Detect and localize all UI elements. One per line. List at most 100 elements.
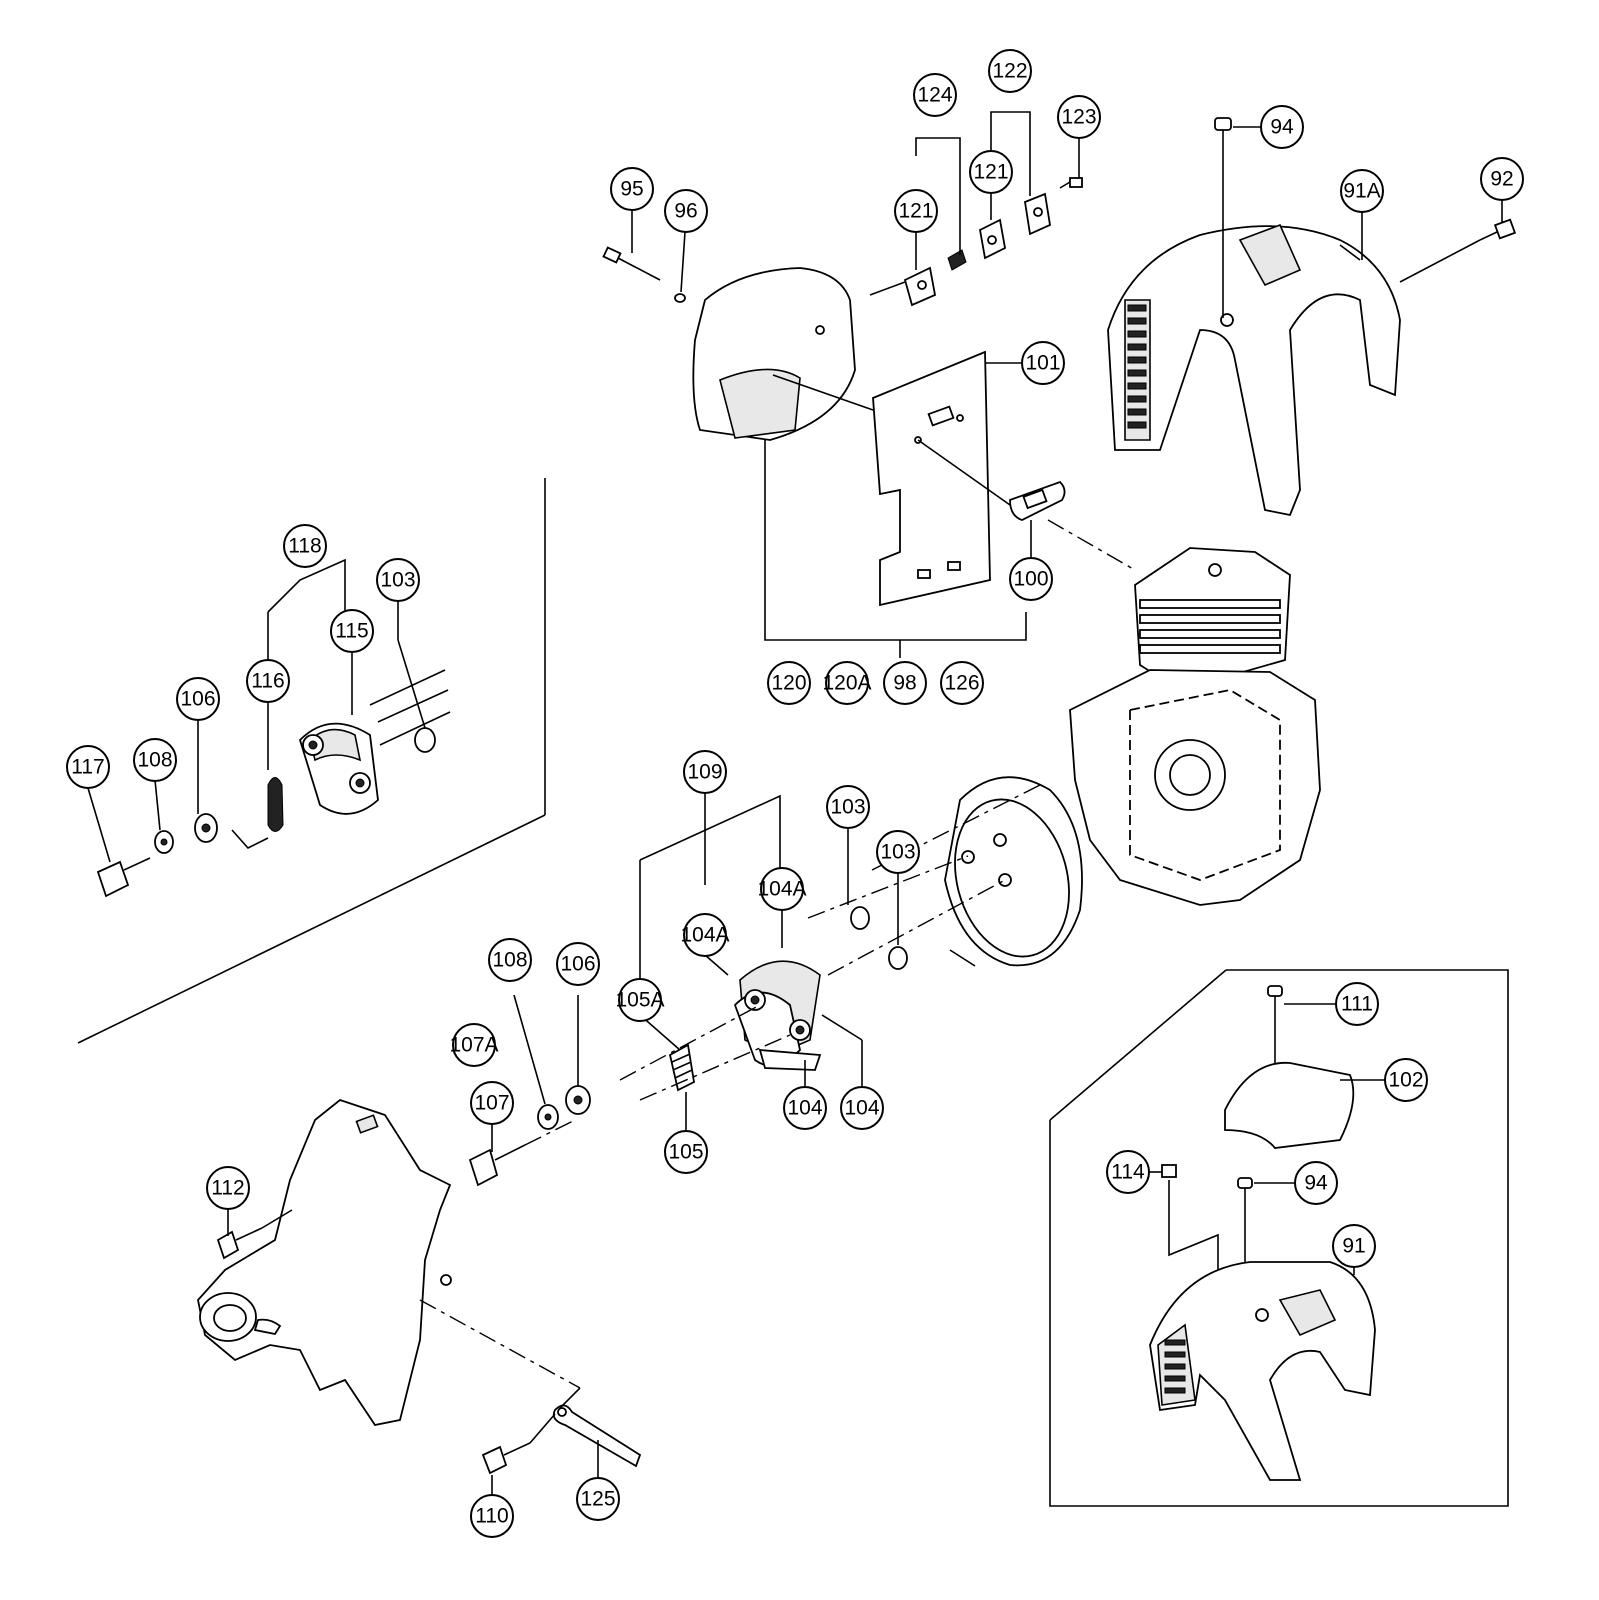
callout-label: 105	[668, 1141, 703, 1164]
leader	[559, 1387, 581, 1409]
engine-crankcase	[1069, 669, 1321, 906]
washer-hole	[573, 1095, 583, 1105]
washer-hole	[201, 823, 211, 833]
callout-label: 100	[1013, 568, 1048, 591]
callout-124: 124	[913, 73, 957, 117]
washer-hole	[544, 1113, 552, 1121]
callout-91: 91	[1332, 1224, 1376, 1268]
callout-label: 104A	[757, 878, 806, 901]
callout-label: 121	[898, 200, 933, 223]
callout-118: 118	[283, 524, 327, 568]
clutch-shoe-assembly	[733, 960, 822, 1071]
callout-125: 125	[576, 1477, 620, 1521]
callout-label: 108	[492, 949, 527, 972]
callout-label: 110	[475, 1505, 508, 1528]
callout-label: 107A	[449, 1034, 498, 1057]
callout-103: 103	[876, 830, 920, 874]
callout-label: 126	[944, 672, 979, 695]
callout-label: 94	[1270, 116, 1294, 139]
callout-126: 126	[940, 661, 984, 705]
callout-104A: 104A	[757, 867, 807, 911]
callout-123: 123	[1057, 95, 1101, 139]
leader	[369, 669, 446, 706]
bracket-109	[639, 794, 781, 870]
callout-label: 121	[973, 161, 1008, 184]
callout-label: 101	[1025, 352, 1060, 375]
callout-label: 122	[992, 60, 1027, 83]
leader	[949, 949, 976, 967]
callout-122: 122	[988, 49, 1032, 93]
washer-103	[850, 906, 870, 930]
bolt-123	[1059, 177, 1083, 189]
callout-105: 105	[664, 1130, 708, 1174]
callout-103: 103	[376, 558, 420, 602]
callout-label: 103	[830, 796, 865, 819]
leader	[680, 231, 686, 293]
callout-label: 103	[380, 569, 415, 592]
callout-label: 104	[787, 1097, 822, 1120]
callout-label: 105A	[615, 989, 664, 1012]
leader	[639, 1034, 791, 1101]
callout-104: 104	[840, 1086, 884, 1130]
callout-121: 121	[894, 189, 938, 233]
callout-108: 108	[133, 738, 177, 782]
callout-label: 116	[251, 670, 284, 693]
leader	[871, 784, 1041, 871]
bracket-98	[764, 440, 1027, 641]
callout-label: 125	[580, 1488, 615, 1511]
leader	[917, 439, 1011, 506]
callout-label: 108	[137, 749, 172, 772]
leader	[1168, 1180, 1219, 1290]
callout-121: 121	[969, 150, 1013, 194]
inset-bolt-117	[96, 857, 151, 898]
callout-104: 104	[783, 1086, 827, 1130]
inset-box-diagonal	[1049, 969, 1227, 1121]
callout-109: 109	[683, 750, 727, 794]
gasket-121-left	[903, 266, 937, 307]
callout-92: 92	[1480, 157, 1524, 201]
leader	[704, 954, 729, 976]
callout-label: 111	[1341, 993, 1373, 1016]
callout-label: 92	[1490, 168, 1513, 191]
cover-vents	[1164, 1339, 1186, 1394]
callout-102: 102	[1384, 1058, 1428, 1102]
washer-96	[674, 293, 686, 303]
muffler-cover	[692, 267, 856, 441]
callout-103: 103	[826, 785, 870, 829]
callout-107: 107	[470, 1081, 514, 1125]
screw-94	[1214, 117, 1232, 160]
engine-cylinder	[1134, 547, 1291, 691]
handle-bar-125	[552, 1404, 642, 1468]
clutch-drum	[944, 776, 1083, 967]
leader	[1047, 519, 1136, 571]
callout-label: 124	[917, 84, 952, 107]
bolt-107	[468, 1144, 526, 1187]
callout-label: 120	[771, 672, 806, 695]
callout-106: 106	[556, 942, 600, 986]
leader	[231, 829, 269, 849]
leader	[772, 374, 874, 411]
nut-114	[1161, 1164, 1177, 1178]
callout-label: 114	[1111, 1161, 1145, 1184]
leader	[154, 779, 161, 831]
washer-hole	[160, 838, 168, 846]
bolt-92	[1479, 218, 1517, 241]
spring-105	[668, 1043, 695, 1092]
callout-105A: 105A	[615, 978, 665, 1022]
cover-vents	[1127, 304, 1147, 429]
screw-111	[1267, 985, 1283, 1020]
inset-clutch-shoes	[298, 722, 379, 815]
leader	[869, 281, 906, 296]
callout-91A: 91A	[1340, 169, 1384, 213]
callout-100: 100	[1009, 557, 1053, 601]
leader	[261, 1209, 293, 1229]
leader	[619, 1004, 761, 1081]
callout-label: 123	[1061, 106, 1096, 129]
leader	[1339, 244, 1361, 261]
callout-101: 101	[1021, 341, 1065, 385]
washer-103	[888, 946, 908, 970]
callout-107A: 107A	[449, 1023, 499, 1067]
muffler-gasket	[1009, 480, 1066, 521]
callout-label: 106	[180, 688, 215, 711]
